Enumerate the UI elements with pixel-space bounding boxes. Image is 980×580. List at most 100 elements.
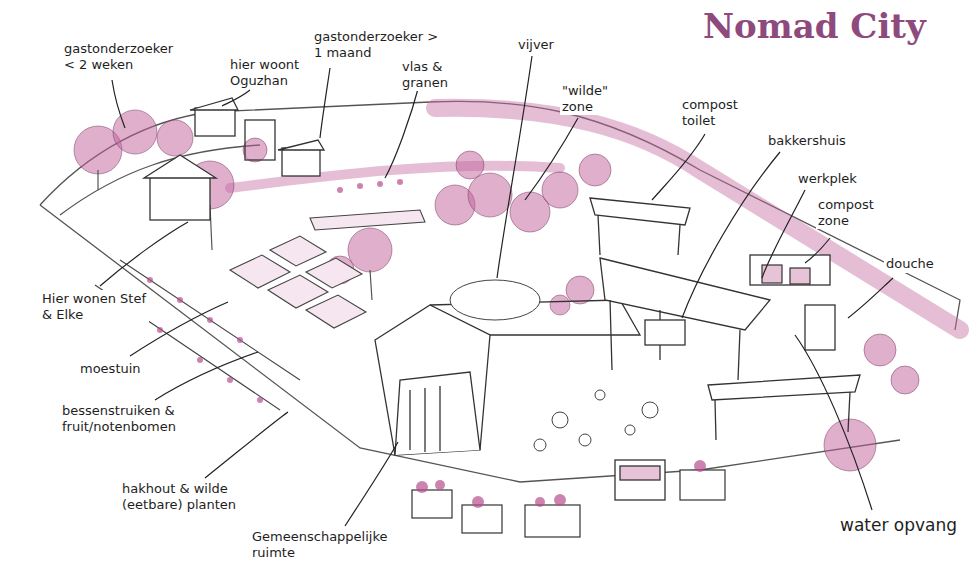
- tree-trunks: [370, 270, 372, 300]
- ground: [40, 101, 960, 482]
- area-label: Hier wonen Stef & Elke: [40, 290, 149, 323]
- buildings: [598, 215, 680, 255]
- plants: [147, 277, 153, 283]
- page-title: Nomad City: [700, 6, 929, 46]
- plants: [472, 496, 484, 508]
- leader-lines: [795, 335, 872, 510]
- trees: [824, 419, 876, 471]
- plants: [535, 497, 545, 507]
- furniture: [534, 439, 546, 451]
- plants: [377, 181, 383, 187]
- tree-trunks: [97, 170, 98, 190]
- garden-beds: [306, 258, 362, 288]
- leader-lines: [762, 190, 805, 278]
- furniture: [625, 425, 635, 435]
- buildings: [750, 255, 830, 285]
- area-label: gastonderzoeker > 1 maand: [312, 28, 446, 61]
- buildings: [190, 98, 238, 110]
- leader-lines: [320, 68, 330, 138]
- planter-boxes: [462, 505, 502, 533]
- planter-boxes: [412, 265, 810, 537]
- buildings: [615, 460, 665, 500]
- leader-lines: [112, 80, 125, 128]
- buildings: [375, 305, 490, 455]
- plants: [237, 337, 243, 343]
- plants: [227, 377, 233, 383]
- trees: [456, 151, 484, 179]
- area-label: "wilde" zone: [560, 82, 620, 115]
- plants: [554, 494, 566, 506]
- leader-lines: [100, 222, 188, 286]
- buildings: [439, 386, 440, 451]
- area-label: hakhout & wilde (eetbare) planten: [120, 480, 264, 513]
- plants: [337, 187, 343, 193]
- plants: [157, 327, 163, 333]
- furniture: [552, 412, 568, 428]
- trees: [113, 110, 157, 154]
- plants: [207, 317, 213, 323]
- trees: [348, 228, 392, 272]
- plants: [177, 297, 183, 303]
- area-label: water opvang: [838, 514, 959, 536]
- furniture: [579, 434, 591, 446]
- plants: [397, 179, 403, 185]
- plants: [416, 481, 428, 493]
- area-label: werkplek: [796, 170, 859, 188]
- plants: [257, 397, 263, 403]
- buildings: [590, 198, 690, 225]
- leader-lines: [222, 90, 250, 106]
- buildings: [150, 175, 210, 220]
- leader-lines: [345, 442, 398, 526]
- pink-band: [230, 166, 560, 188]
- planter-boxes: [412, 490, 452, 518]
- pink-band: [435, 108, 960, 330]
- leader-lines: [805, 238, 830, 263]
- leader-lines: [848, 278, 893, 318]
- plants: [694, 460, 706, 472]
- planter-boxes: [680, 470, 725, 500]
- area-label: vijver: [516, 36, 556, 54]
- area-label: vlas & granen: [400, 58, 466, 91]
- furniture: [642, 402, 658, 418]
- buildings: [424, 388, 425, 452]
- leader-lines: [682, 152, 780, 318]
- trees: [550, 295, 570, 315]
- buildings: [395, 372, 480, 455]
- trees: [864, 334, 896, 366]
- trees: [243, 138, 267, 162]
- buildings: [144, 155, 216, 178]
- area-label: compost zone: [816, 196, 882, 229]
- planter-boxes: [525, 505, 580, 537]
- leader-lines: [652, 134, 705, 200]
- trees: [566, 276, 594, 304]
- area-label: moestuin: [78, 360, 143, 378]
- buildings: [278, 140, 324, 150]
- pink-band: [230, 108, 960, 330]
- furniture: [595, 390, 605, 400]
- leader-lines: [385, 82, 420, 178]
- leader-lines: [497, 56, 532, 278]
- plants: [357, 183, 363, 189]
- tree-trunks: [98, 170, 372, 300]
- furniture: [534, 390, 658, 451]
- garden-beds: [230, 255, 290, 288]
- area-label: douche: [884, 255, 936, 273]
- planter-boxes: [762, 265, 782, 283]
- area-label: gastonderzoeker < 2 weken: [62, 40, 188, 73]
- buildings: [600, 258, 770, 330]
- buildings: [282, 148, 320, 176]
- buildings: [708, 375, 860, 400]
- garden-beds: [270, 236, 326, 266]
- ground: [40, 101, 960, 482]
- leader-lines: [205, 412, 288, 478]
- area-label: Gemeenschappelijke ruimte: [250, 528, 394, 561]
- trees: [579, 154, 611, 186]
- area-label: hier woont Oguzhan: [228, 56, 312, 89]
- buildings: [645, 320, 685, 345]
- buildings: [245, 120, 275, 160]
- garden-beds: [306, 295, 366, 328]
- leader-lines: [155, 352, 258, 400]
- buildings: [805, 305, 835, 350]
- plants: [197, 357, 203, 363]
- buildings: [409, 390, 410, 450]
